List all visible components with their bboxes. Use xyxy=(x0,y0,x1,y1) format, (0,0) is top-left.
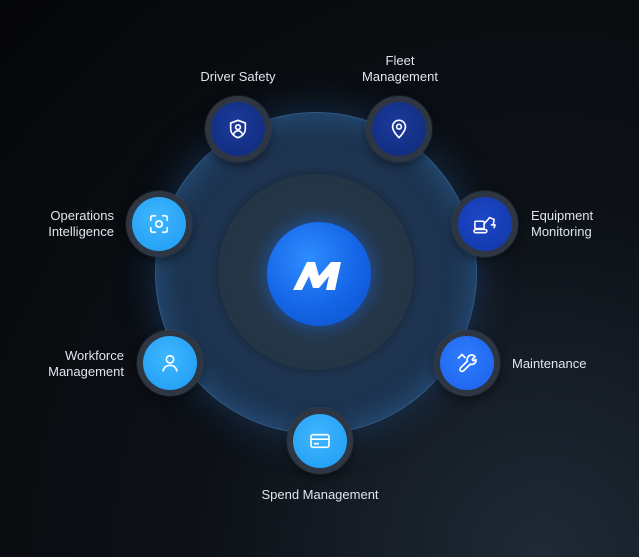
excavator-icon xyxy=(473,216,496,234)
operations-intelligence-node[interactable] xyxy=(126,191,192,257)
operations-intelligence-label-line1: Operations xyxy=(50,208,114,223)
hub-logo xyxy=(267,222,371,326)
driver-safety-node-core xyxy=(211,102,265,156)
person-icon xyxy=(162,354,178,372)
workforce-management-node[interactable] xyxy=(137,330,203,396)
location-pin-icon xyxy=(391,119,407,139)
driver-safety-node[interactable] xyxy=(205,96,271,162)
spend-management-label-line1: Spend Management xyxy=(261,487,379,502)
fleet-management-label: Fleet Management xyxy=(350,53,450,85)
equipment-monitoring-node[interactable] xyxy=(452,191,518,257)
workforce-management-label-line1: Workforce xyxy=(65,348,124,363)
spend-management-node[interactable] xyxy=(287,408,353,474)
workforce-management-label-line2: Management xyxy=(48,364,124,379)
fleet-management-node[interactable] xyxy=(366,96,432,162)
m-logo-icon xyxy=(293,262,341,290)
spend-management-label: Spend Management xyxy=(250,487,390,503)
focus-scan-icon xyxy=(149,214,169,234)
equipment-monitoring-label: Equipment Monitoring xyxy=(531,208,593,240)
wrench-icon xyxy=(457,353,477,373)
workforce-management-node-core xyxy=(143,336,197,390)
fleet-management-label-line1: Fleet xyxy=(385,53,415,68)
maintenance-node[interactable] xyxy=(434,330,500,396)
fleet-management-node-core xyxy=(372,102,426,156)
workforce-management-label: Workforce Management xyxy=(20,348,124,380)
equipment-monitoring-node-core xyxy=(458,197,512,251)
operations-intelligence-node-core xyxy=(132,197,186,251)
maintenance-label: Maintenance xyxy=(512,356,586,372)
equipment-monitoring-label-line2: Monitoring xyxy=(531,224,592,239)
operations-intelligence-label: Operations Intelligence xyxy=(10,208,114,240)
maintenance-node-core xyxy=(440,336,494,390)
fleet-management-label-line2: Management xyxy=(362,69,438,84)
shield-person-icon xyxy=(229,119,247,139)
maintenance-label-line1: Maintenance xyxy=(512,356,587,371)
operations-intelligence-label-line2: Intelligence xyxy=(48,224,114,239)
card-icon xyxy=(310,433,330,449)
driver-safety-label-line1: Driver Safety xyxy=(200,69,276,84)
spend-management-node-core xyxy=(293,414,347,468)
equipment-monitoring-label-line1: Equipment xyxy=(531,208,594,223)
driver-safety-label: Driver Safety xyxy=(188,69,288,85)
